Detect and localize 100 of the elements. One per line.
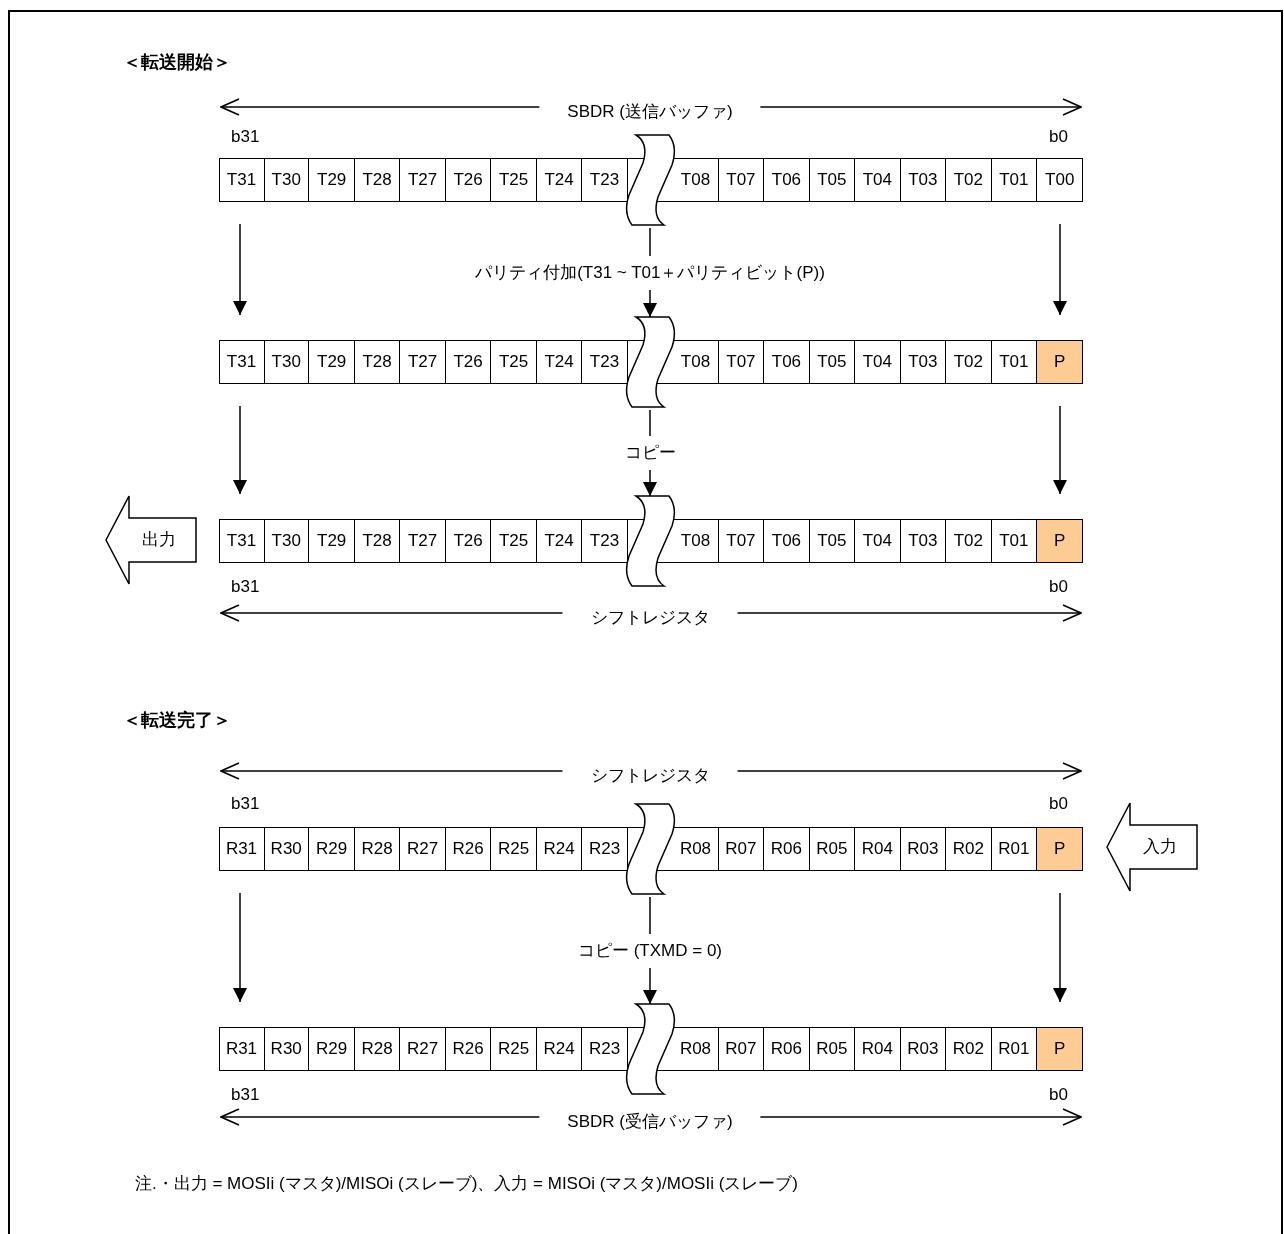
arrow bbox=[1053, 223, 1067, 316]
arrow bbox=[233, 223, 247, 316]
bit-cell: P bbox=[1037, 828, 1083, 870]
bit-cell: T03 bbox=[900, 159, 947, 201]
bit-cell: T01 bbox=[991, 159, 1037, 201]
bit-cell: T23 bbox=[582, 341, 628, 383]
bit-label: b0 bbox=[1049, 794, 1068, 814]
bit-cell: T27 bbox=[400, 341, 446, 383]
bit-cell: T06 bbox=[764, 341, 810, 383]
bit-cell: T27 bbox=[400, 159, 446, 201]
bit-cell: T25 bbox=[491, 159, 537, 201]
bit-cell: R30 bbox=[263, 828, 310, 870]
bit-cell: R31 bbox=[218, 828, 266, 870]
register-name: シフトレジスタ bbox=[562, 607, 738, 629]
bit-cell: T26 bbox=[445, 341, 492, 383]
register bbox=[219, 158, 1083, 202]
bit-cell: R24 bbox=[536, 1028, 583, 1070]
section-heading: ＜転送完了＞ bbox=[123, 710, 231, 730]
bit-cell: T03 bbox=[900, 520, 947, 562]
bit-label: b31 bbox=[231, 127, 260, 147]
bit-cell: R02 bbox=[946, 1028, 992, 1070]
bit-cell: T29 bbox=[309, 520, 355, 562]
arrow bbox=[233, 892, 247, 1003]
bit-cell: R23 bbox=[582, 828, 628, 870]
bit-cell: T05 bbox=[809, 341, 856, 383]
bit-cell: R25 bbox=[491, 1028, 537, 1070]
register-name: SBDR (受信バッファ) bbox=[539, 1111, 761, 1133]
bit-cell: T30 bbox=[263, 520, 310, 562]
bit-cell: R25 bbox=[491, 828, 537, 870]
section-heading: ＜転送開始＞ bbox=[123, 52, 231, 72]
break-symbol bbox=[625, 495, 676, 587]
bit-cell: T25 bbox=[491, 520, 537, 562]
bit-cell: T24 bbox=[536, 341, 583, 383]
bit-cell: R24 bbox=[536, 828, 583, 870]
bit-cell: T24 bbox=[536, 520, 583, 562]
bit-cell: R27 bbox=[400, 828, 446, 870]
bit-cell: T28 bbox=[354, 159, 401, 201]
bit-cell: P bbox=[1037, 341, 1083, 383]
bit-cell: R26 bbox=[445, 828, 492, 870]
bit-cell: R29 bbox=[309, 828, 355, 870]
bit-cell: T26 bbox=[445, 159, 492, 201]
bit-cell: T23 bbox=[582, 159, 628, 201]
bit-cell: T28 bbox=[354, 520, 401, 562]
bit-cell: T05 bbox=[809, 159, 856, 201]
bit-cell: R28 bbox=[354, 1028, 401, 1070]
bit-cell: P bbox=[1037, 1028, 1083, 1070]
bit-cell: R05 bbox=[809, 1028, 856, 1070]
bit-cell: T03 bbox=[900, 341, 947, 383]
bit-cell: T31 bbox=[218, 159, 266, 201]
bit-cell: R04 bbox=[855, 1028, 901, 1070]
bit-cell: R30 bbox=[263, 1028, 310, 1070]
register bbox=[219, 519, 1083, 563]
bit-cell: T23 bbox=[582, 520, 628, 562]
bit-cell: R27 bbox=[400, 1028, 446, 1070]
register bbox=[219, 1027, 1083, 1071]
arrow bbox=[233, 405, 247, 495]
bit-cell: T26 bbox=[445, 520, 492, 562]
bit-cell: T04 bbox=[855, 341, 901, 383]
bit-cell: T07 bbox=[718, 520, 765, 562]
bit-cell: T07 bbox=[718, 341, 765, 383]
bit-cell-text: T00 bbox=[1044, 169, 1076, 191]
bit-cell: T31 bbox=[218, 341, 266, 383]
bit-cell: T08 bbox=[673, 520, 719, 562]
bit-cell: R06 bbox=[764, 828, 810, 870]
register bbox=[219, 827, 1083, 871]
arrow bbox=[1053, 405, 1067, 495]
bit-cell: T27 bbox=[400, 520, 446, 562]
register-name: SBDR (送信バッファ) bbox=[539, 101, 761, 123]
bit-cell: R31 bbox=[218, 1028, 266, 1070]
bit-cell: T25 bbox=[491, 341, 537, 383]
bit-cell: T02 bbox=[946, 520, 992, 562]
bit-label: b0 bbox=[1049, 1085, 1068, 1105]
bit-label: b0 bbox=[1049, 577, 1068, 597]
bit-cell: R03 bbox=[900, 1028, 947, 1070]
bit-cell: T29 bbox=[309, 159, 355, 201]
bit-cell: R02 bbox=[946, 828, 992, 870]
register bbox=[219, 340, 1083, 384]
bit-cell: T07 bbox=[718, 159, 765, 201]
arrow-label: 出力 bbox=[142, 530, 176, 550]
bit-cell: T29 bbox=[309, 341, 355, 383]
bit-cell: R07 bbox=[718, 828, 765, 870]
bit-cell: T08 bbox=[673, 159, 719, 201]
bit-cell: T02 bbox=[946, 341, 992, 383]
bit-cell: T24 bbox=[536, 159, 583, 201]
bit-cell: R08 bbox=[673, 1028, 719, 1070]
bit-cell: R05 bbox=[809, 828, 856, 870]
bit-cell: T30 bbox=[263, 341, 310, 383]
bit-cell: R06 bbox=[764, 1028, 810, 1070]
bit-cell: P bbox=[1037, 520, 1083, 562]
break-symbol bbox=[625, 134, 676, 226]
bit-cell: T28 bbox=[354, 341, 401, 383]
bit-cell: T06 bbox=[764, 520, 810, 562]
note-text: 注.・出力 = MOSIi (マスタ)/MISOi (スレーブ)、入力 = MISOi (マスタ)/MOSIi (スレーブ) bbox=[135, 1174, 798, 1194]
block-arrow bbox=[1106, 802, 1198, 892]
bit-cell: T05 bbox=[809, 520, 856, 562]
bit-cell: T02 bbox=[946, 159, 992, 201]
bit-cell: R29 bbox=[309, 1028, 355, 1070]
bit-cell: T04 bbox=[855, 159, 901, 201]
bit-label: b0 bbox=[1049, 127, 1068, 147]
bit-cell: R23 bbox=[582, 1028, 628, 1070]
